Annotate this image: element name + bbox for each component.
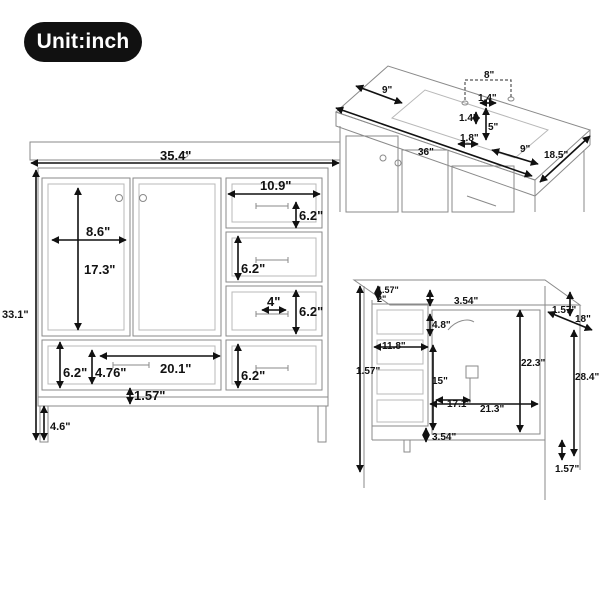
interior-cabinet-height-label: 22.3" [521,358,545,369]
top-width-label: 36" [418,147,434,158]
drawer-handle-icon [255,203,289,209]
front-right-door [132,177,222,337]
faucet-hole-icon [461,100,469,106]
door-height-label: 17.3" [84,262,115,277]
interior-shelf-height-label: 15" [432,376,448,387]
front-drawer-1 [225,177,323,229]
hole-to-edge-label: 1.8" [460,133,479,144]
top-right-door [401,149,449,213]
hole-offset-label: 1.4" [459,113,478,124]
bottom-drawer-inner-label: 4.76" [95,365,126,380]
drawer-handle-icon [466,195,497,207]
front-faucet-hole [179,152,189,158]
interior-drawer-stack [371,303,429,427]
interior-side-height-label: 28.4" [575,372,599,383]
interior-bottom-rail-label: 3.54" [432,432,456,443]
drawer-handle-icon [255,257,289,263]
top-left-door [345,135,399,213]
left-offset-label: 9" [382,85,393,96]
front-right-leg [317,405,327,443]
top-view: 8" 1.4" 1.4" 5" 1.8" 9" 9" 36" 18.5" [335,65,591,213]
front-drawer-3 [225,285,323,337]
front-width-label: 35.4" [160,148,191,163]
front-view: 35.4" 33.1" 4.6" 8.6" 17.3" 6.2" 4.76" 2… [2,141,341,443]
unit-badge: Unit:inch [24,22,142,62]
interior-left-side-label: 1.57" [356,366,380,377]
interior-top-small-label: 2" [377,294,386,304]
faucet-spread-label: 8" [484,70,495,81]
interior-top-gap-label: 1.57" [377,285,399,295]
top-depth-label: 18.5" [544,150,568,161]
faucet-hole-icon [507,96,515,102]
right-offset-label: 9" [520,144,531,155]
bottom-drawer-height-label: 6.2" [63,365,87,380]
pipe-icon [447,319,475,331]
drawer-handle-icon [255,365,289,371]
drawer-handle-icon [112,362,150,368]
interior-right-top-label: 1.57" [552,305,576,316]
pipe-trap-icon [465,365,479,379]
drawer-2-height-label: 6.2" [241,261,265,276]
interior-rail-height-label: 3.54" [454,296,478,307]
front-left-door [41,177,131,337]
interior-drawer-depth-label: 11.8" [382,341,406,352]
drawer-1-height-label: 6.2" [299,208,323,223]
side-drawer-width-label: 10.9" [260,178,291,193]
interior-foot [403,439,411,453]
interior-depth-label: 18" [575,314,591,325]
bowl-setback-label: 5" [488,122,499,133]
hole-size-label: 1.4" [478,93,497,104]
interior-inner-width-label: 21.3" [480,404,504,415]
interior-view: 1.57" 2" 3.54" 1.57" 18" 4.8" 11.8" 22.3… [352,279,599,500]
top-drawer [451,165,515,213]
drawer-handle-icon [255,311,289,317]
drawer-4-height-label: 6.2" [241,368,265,383]
interior-drawer-gap-label: 4.8" [432,320,451,331]
door-width-label: 8.6" [86,224,110,239]
front-drawer-2 [225,231,323,283]
front-height-label: 33.1" [2,309,29,321]
front-drawer-4 [225,339,323,391]
door-knob-icon [139,194,147,202]
interior-leg-offset-label: 1.57" [555,464,579,475]
door-knob-icon [115,194,123,202]
door-knob-icon [379,154,387,162]
drawer-3-height-label: 6.2" [299,304,323,319]
front-toe-kick-label: 4.6" [50,421,71,433]
handle-width-label: 4" [267,294,280,309]
base-offset-label: 1.57" [134,388,165,403]
bottom-drawer-width-label: 20.1" [160,361,191,376]
interior-shelf-depth-label: 17.1" [447,399,471,410]
